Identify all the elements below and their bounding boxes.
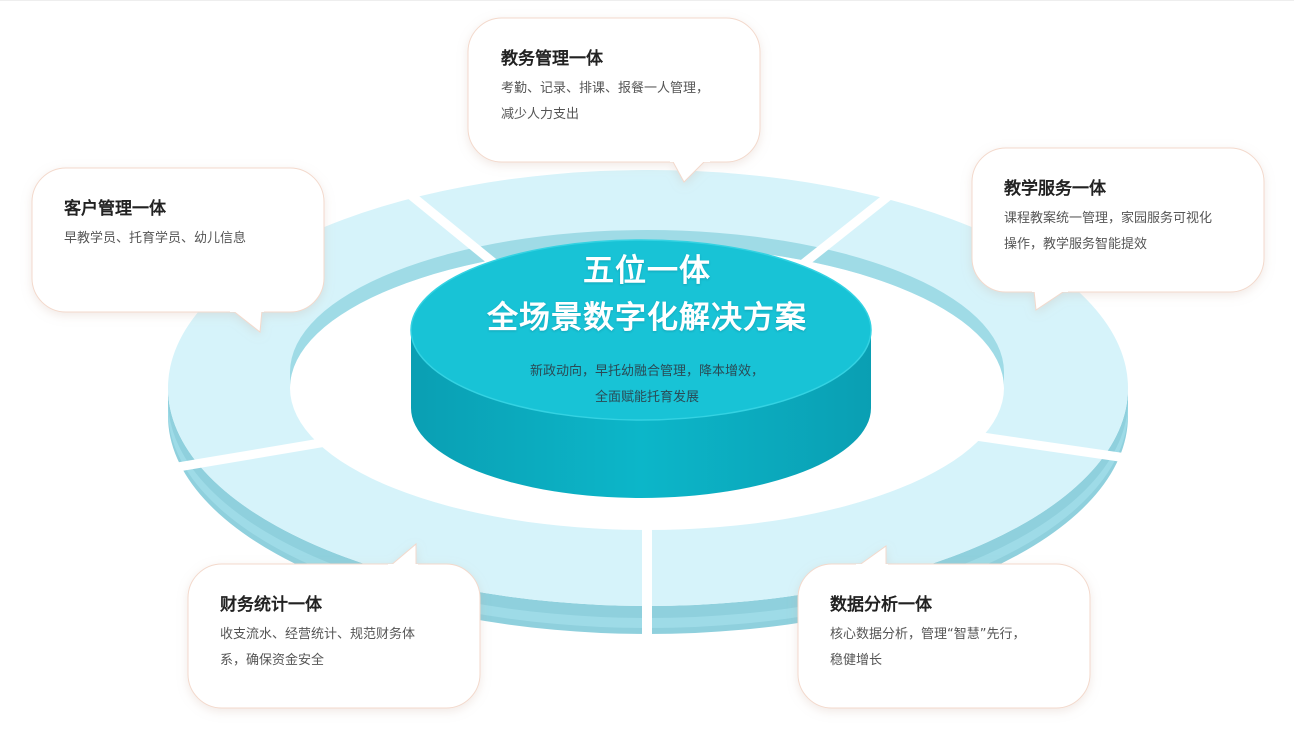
card-customer-desc-line1: 早教学员、托育学员、幼儿信息: [64, 231, 247, 246]
card-data-shape: [797, 545, 1091, 709]
card-finance-desc-line2: 系，确保资金安全: [220, 653, 325, 668]
card-customer: 客户管理一体 早教学员、托育学员、幼儿信息: [32, 168, 324, 312]
center-desc-line2: 全面赋能托育发展: [594, 390, 699, 405]
card-customer-shape: [31, 167, 325, 333]
center-cylinder: [410, 239, 872, 498]
center-title-line1: 五位一体: [583, 253, 711, 289]
top-divider: [0, 0, 1294, 1]
center-desc-line1: 新政动向，早托幼融合管理，降本增效，: [529, 364, 764, 379]
card-academic-desc-line1: 考勤、记录、排课、报餐一人管理，: [501, 81, 710, 96]
card-finance-shape: [187, 542, 481, 709]
card-finance-title: 财务统计一体: [220, 595, 322, 615]
card-academic-desc-line2: 减少人力支出: [501, 107, 580, 122]
card-finance: 财务统计一体 收支流水、经营统计、规范财务体 系，确保资金安全: [188, 564, 480, 708]
card-teaching-desc-line2: 操作，教学服务智能提效: [1004, 237, 1148, 252]
card-teaching-shape: [971, 147, 1265, 311]
card-academic-title: 教务管理一体: [501, 49, 603, 69]
card-data-desc-line1: 核心数据分析，管理“智慧”先行，: [830, 627, 1026, 642]
card-shapes: [31, 17, 1265, 709]
card-teaching: 教学服务一体 课程教案统一管理，家园服务可视化 操作，教学服务智能提效: [972, 148, 1264, 292]
card-data: 数据分析一体 核心数据分析，管理“智慧”先行， 稳健增长: [798, 564, 1090, 708]
card-customer-title: 客户管理一体: [64, 199, 166, 219]
card-teaching-desc-line1: 课程教案统一管理，家园服务可视化: [1004, 211, 1213, 226]
outer-ring: [168, 170, 1128, 634]
card-academic-shape: [467, 17, 761, 183]
center-title-line2: 全场景数字化解决方案: [487, 300, 807, 336]
card-teaching-title: 教学服务一体: [1004, 179, 1106, 199]
card-data-title: 数据分析一体: [830, 595, 932, 615]
cylinder-top: [411, 240, 871, 420]
card-finance-desc-line1: 收支流水、经营统计、规范财务体: [220, 627, 416, 642]
card-data-desc-line2: 稳健增长: [830, 653, 883, 668]
card-academic: 教务管理一体 考勤、记录、排课、报餐一人管理， 减少人力支出: [468, 18, 760, 162]
